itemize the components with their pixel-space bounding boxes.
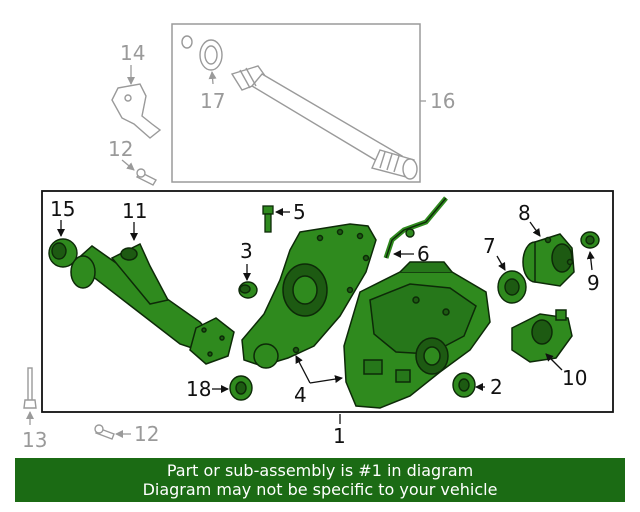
callout-12-bottom: 12: [134, 422, 159, 446]
callout-8: 8: [518, 201, 531, 225]
leader-lines-gray: [26, 65, 426, 438]
seal-18[interactable]: [229, 375, 253, 401]
coupling-8[interactable]: [522, 233, 575, 287]
bolt-12-top[interactable]: [136, 168, 157, 186]
cover-4[interactable]: [241, 223, 377, 369]
callout-17: 17: [200, 89, 225, 113]
seal-15[interactable]: [48, 238, 78, 268]
notice-line-1: Part or sub-assembly is #1 in diagram: [166, 461, 474, 480]
callout-13: 13: [22, 428, 47, 452]
callout-10: 10: [562, 366, 587, 390]
axle-tube-11[interactable]: [70, 242, 235, 365]
differential-carrier-1[interactable]: [343, 261, 491, 409]
notice-line-2: Diagram may not be specific to your vehi…: [142, 480, 498, 499]
assembly-box: [41, 190, 614, 413]
callout-4: 4: [294, 383, 307, 407]
callout-15: 15: [50, 197, 75, 221]
mount-10[interactable]: [511, 309, 573, 363]
bushing-3[interactable]: [238, 281, 258, 299]
callout-11: 11: [122, 199, 147, 223]
callout-3: 3: [240, 239, 253, 263]
leader-lines: [57, 208, 595, 424]
bolt-13[interactable]: [23, 367, 37, 409]
callout-18: 18: [186, 377, 211, 401]
seal-9[interactable]: [580, 231, 600, 249]
shaft-group-box: [171, 23, 421, 183]
callout-6: 6: [417, 242, 430, 266]
callout-16: 16: [430, 89, 455, 113]
callout-7: 7: [483, 234, 496, 258]
callout-9: 9: [587, 271, 600, 295]
callout-14: 14: [120, 41, 145, 65]
bracket-14[interactable]: [111, 83, 162, 139]
notice-banner: Part or sub-assembly is #1 in diagram Di…: [15, 458, 625, 502]
bolt-5[interactable]: [262, 205, 274, 233]
bolt-12-bottom[interactable]: [94, 424, 115, 440]
axle-shaft-16[interactable]: [230, 65, 418, 180]
callout-1: 1: [333, 424, 346, 448]
seal-17[interactable]: [181, 35, 223, 71]
seal-2[interactable]: [452, 372, 476, 398]
callout-2: 2: [490, 375, 503, 399]
callout-12-top: 12: [108, 137, 133, 161]
vent-tube-6[interactable]: [383, 196, 448, 259]
callout-5: 5: [293, 200, 306, 224]
seal-7[interactable]: [497, 270, 527, 304]
